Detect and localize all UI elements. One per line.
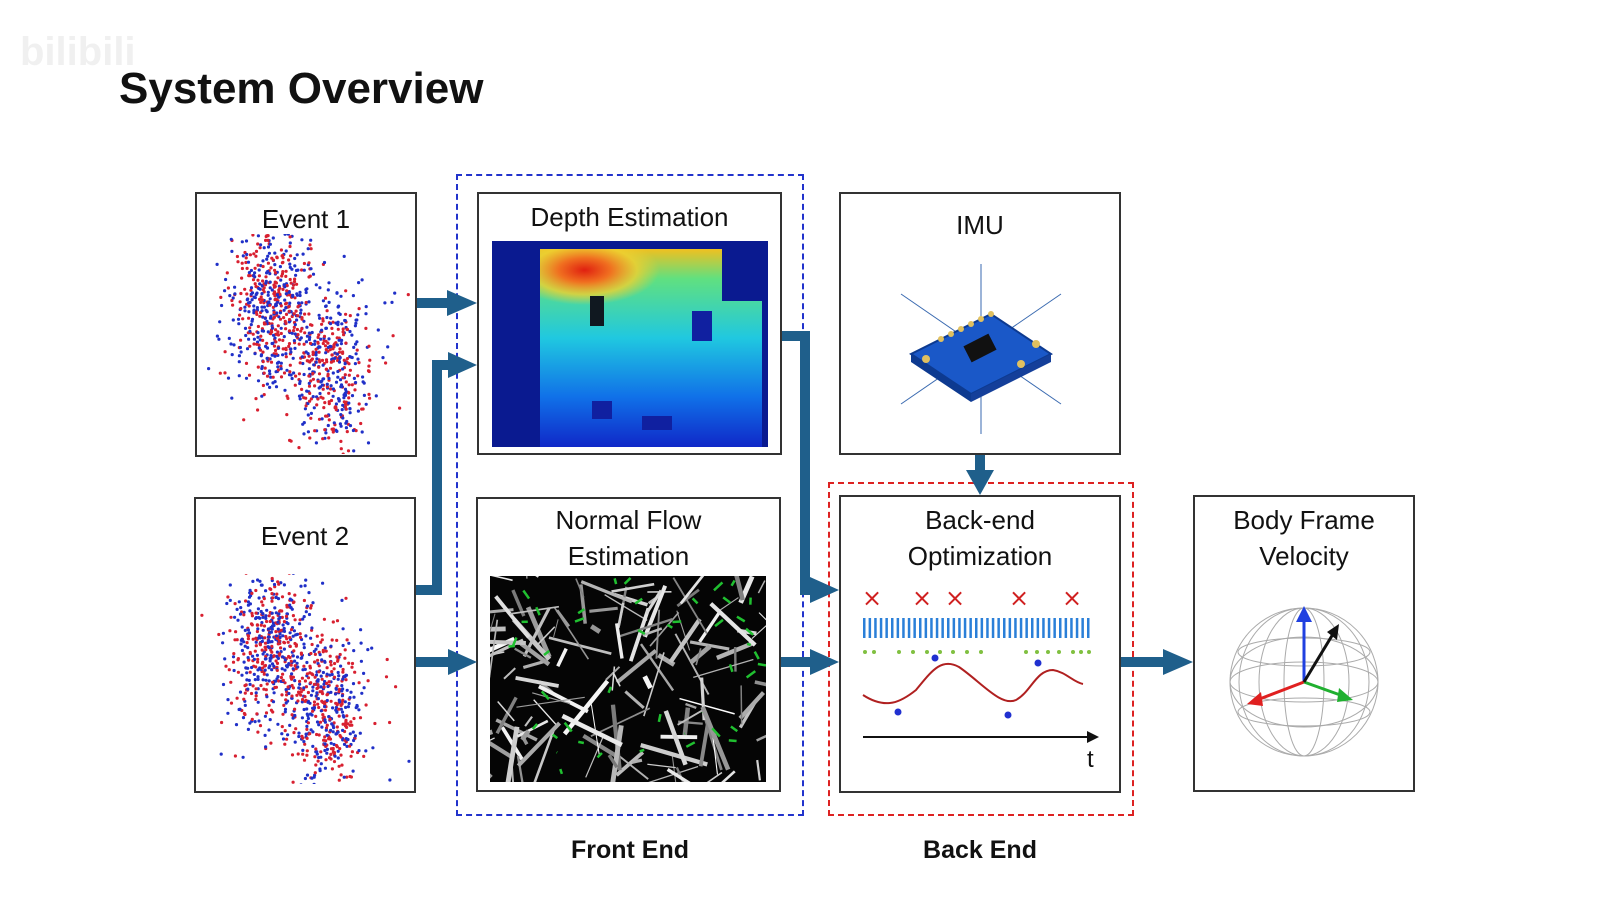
arrow-normalflow-backend — [781, 657, 813, 667]
timeline-t-label: t — [1087, 746, 1094, 773]
normal-flow-label-line2: Estimation — [567, 541, 690, 571]
backend-optimization-box: Back-end Optimization t × × × × × — [839, 495, 1121, 793]
velocity-sphere-image — [1229, 606, 1379, 757]
normal-flow-label-line1: Normal Flow — [555, 505, 702, 535]
arrow-depth-backend — [782, 331, 810, 341]
event1-scatter — [207, 234, 410, 454]
velocity-label-line1: Body Frame — [1233, 505, 1375, 535]
imu-box: IMU — [839, 192, 1121, 455]
svg-text:×: × — [1062, 584, 1082, 612]
backend-label-line1: Back-end — [925, 505, 1035, 535]
depth-estimation-label: Depth Estimation — [530, 202, 729, 232]
event2-label: Event 2 — [260, 521, 350, 551]
depth-map-image — [492, 241, 768, 447]
imu-label: IMU — [956, 210, 1004, 240]
back-end-label: Back End — [923, 836, 1037, 864]
arrow-backend-velocity — [1121, 657, 1165, 667]
velocity-label-line2: Velocity — [1259, 541, 1349, 571]
velocity-box: Body Frame Velocity — [1193, 495, 1415, 792]
svg-text:×: × — [945, 584, 965, 612]
svg-text:×: × — [912, 584, 932, 612]
arrow-imu-backend — [975, 455, 985, 473]
backend-label-line2: Optimization — [907, 541, 1053, 571]
event2-scatter — [200, 574, 411, 784]
backend-timeline-diagram: t × × × × × — [862, 584, 1099, 773]
front-end-label: Front End — [570, 836, 690, 864]
event1-label: Event 1 — [261, 204, 351, 234]
normal-flow-image — [490, 576, 766, 782]
imu-sensor-image — [900, 264, 1062, 434]
svg-text:×: × — [862, 584, 882, 612]
arrow-event2-normalflow — [416, 657, 450, 667]
normal-flow-box: Normal Flow Estimation — [476, 497, 781, 792]
arrow-event2-depth — [416, 585, 442, 595]
event1-box: Event 1 — [195, 192, 417, 457]
svg-text:×: × — [1009, 584, 1029, 612]
watermark: bilibili — [20, 30, 136, 74]
page-title: System Overview — [119, 64, 484, 113]
depth-estimation-box: Depth Estimation — [477, 192, 782, 455]
arrow-event1-depth — [417, 298, 449, 308]
event2-box: Event 2 — [194, 497, 416, 793]
